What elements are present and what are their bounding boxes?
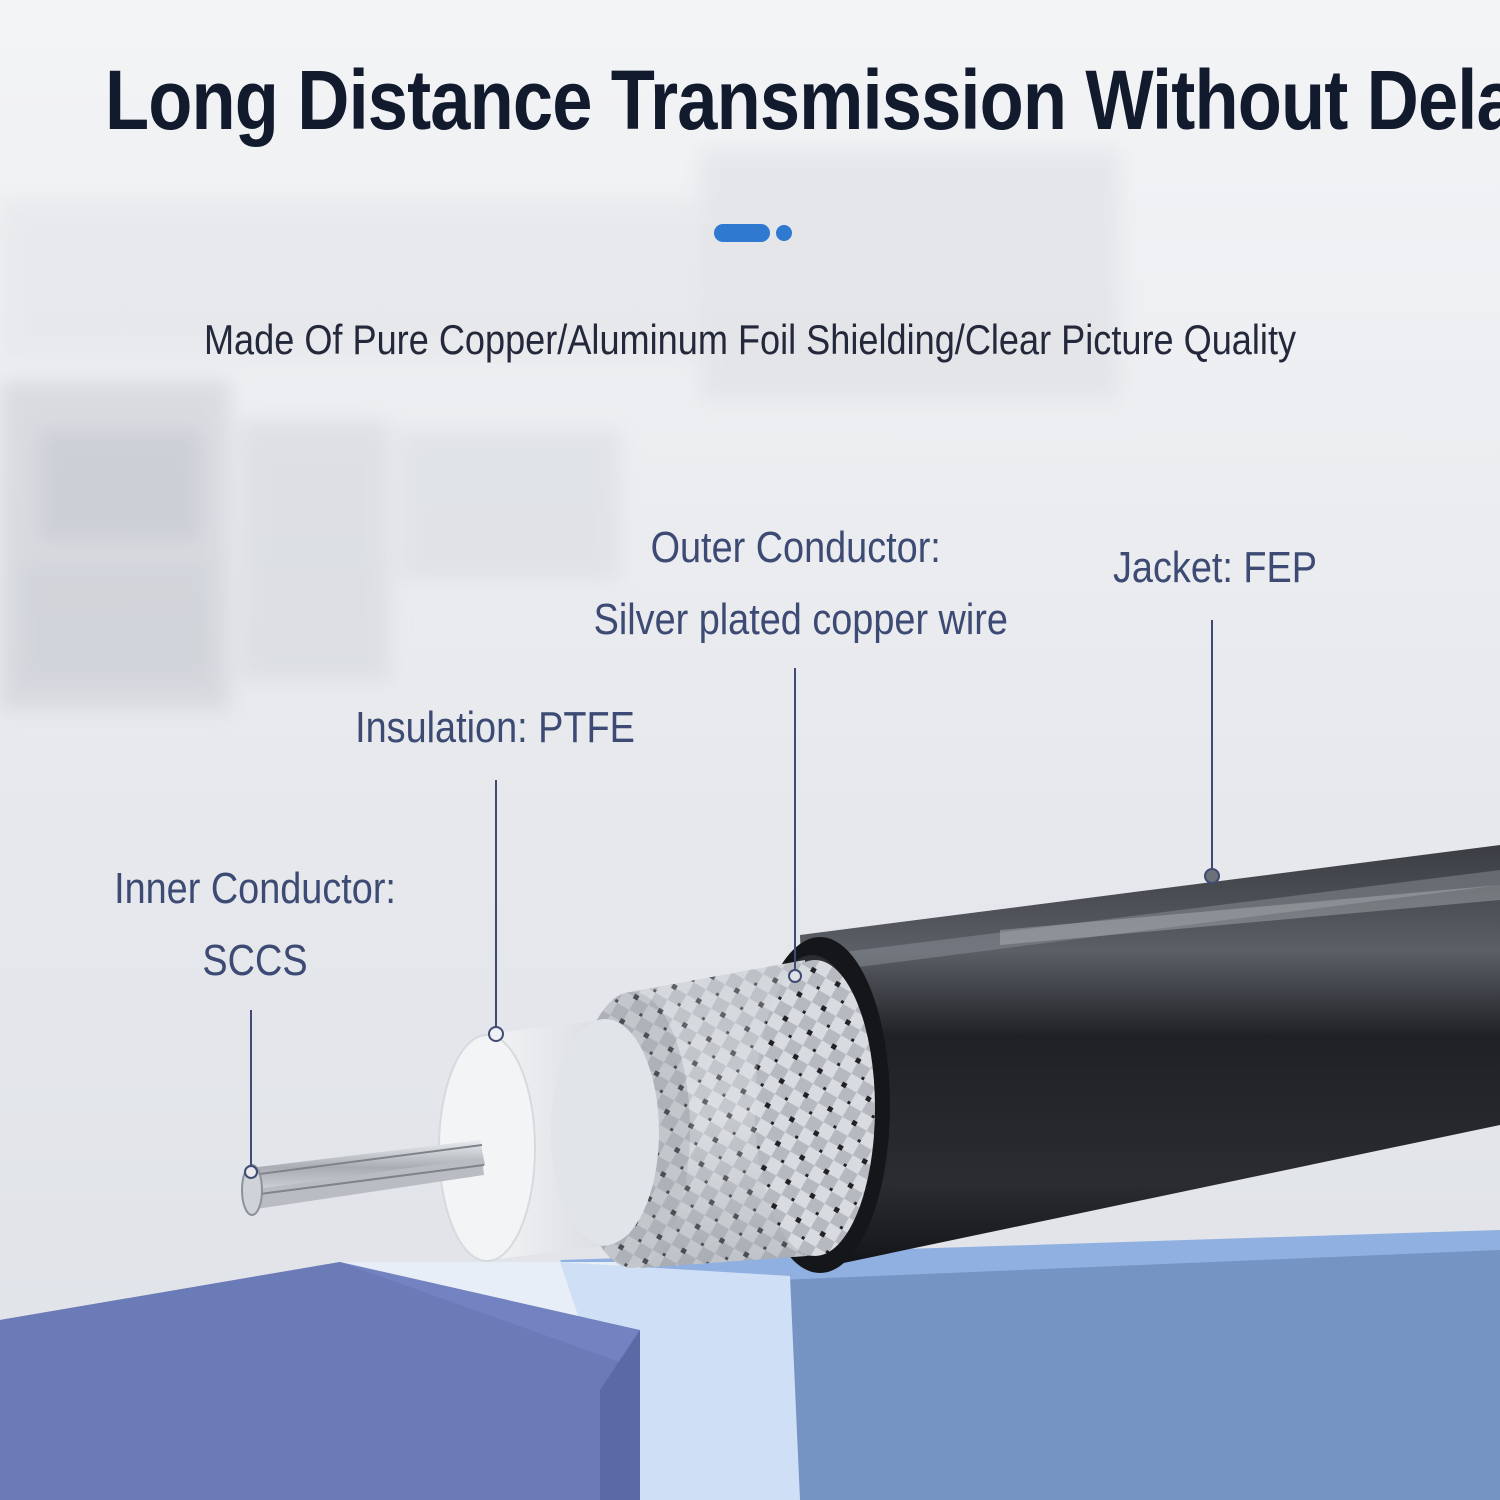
page-title: Long Distance Transmission Without Delay xyxy=(105,53,1500,147)
insulation-label: Insulation: PTFE xyxy=(353,692,637,764)
jacket-marker xyxy=(1204,868,1220,884)
inner-conductor-value: SCCS xyxy=(202,936,308,985)
insulation-text: Insulation: PTFE xyxy=(355,703,635,752)
outer-conductor-marker xyxy=(788,969,802,983)
divider-dot xyxy=(776,225,792,241)
divider-bar xyxy=(714,224,770,242)
outer-conductor-value: Silver plated copper wire xyxy=(593,595,1008,644)
inner-conductor-title: Inner Conductor: xyxy=(114,864,396,913)
inner-conductor-marker xyxy=(244,1165,258,1179)
jacket-label: Jacket: FEP xyxy=(1099,532,1331,604)
outer-conductor-label: Outer Conductor: Silver plated copper wi… xyxy=(593,512,1008,656)
outer-conductor-title: Outer Conductor: xyxy=(650,523,941,572)
page-subtitle: Made Of Pure Copper/Aluminum Foil Shield… xyxy=(203,316,1297,363)
insulation-marker xyxy=(488,1026,504,1042)
jacket-text: Jacket: FEP xyxy=(1113,543,1317,592)
title-divider xyxy=(714,224,792,242)
inner-conductor-label: Inner Conductor: SCCS xyxy=(113,853,397,997)
